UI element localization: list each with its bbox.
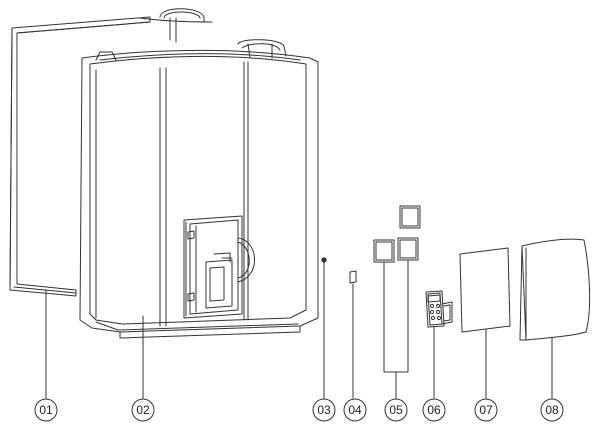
callout-label: 01 [39, 403, 53, 417]
callout-04: 04 [343, 398, 367, 422]
callout-label: 05 [389, 403, 403, 417]
keypad-module [425, 290, 453, 399]
callout-01: 01 [34, 398, 58, 422]
callout-05: 05 [384, 398, 408, 422]
square-pads [373, 205, 421, 399]
callout-03: 03 [312, 398, 336, 422]
callout-label: 03 [317, 403, 331, 417]
small-bracket [349, 270, 357, 399]
callout-02: 02 [131, 398, 155, 422]
callout-label: 08 [545, 403, 559, 417]
callout-label: 07 [479, 403, 493, 417]
back-frame-gasket [9, 16, 151, 297]
callout-label: 06 [427, 403, 441, 417]
callout-08: 08 [540, 398, 564, 422]
callout-label: 02 [136, 403, 150, 417]
callout-label: 04 [348, 403, 362, 417]
screw [321, 257, 327, 399]
wall-hook [139, 8, 213, 43]
flat-panel [459, 247, 511, 399]
callout-06: 06 [422, 398, 446, 422]
front-cover [519, 238, 591, 399]
callout-07: 07 [474, 398, 498, 422]
main-housing [79, 39, 319, 339]
